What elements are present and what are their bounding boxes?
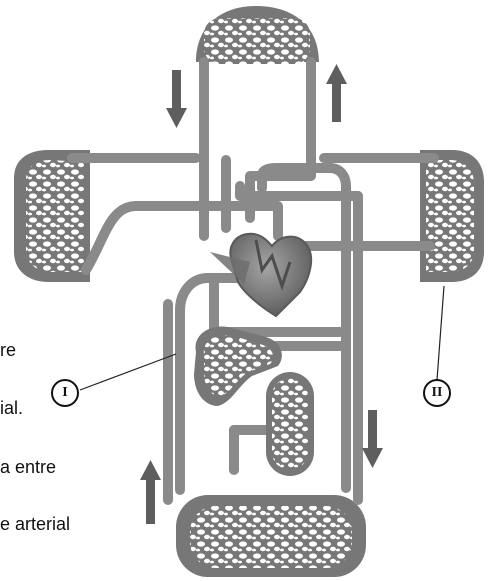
arrow-top-right — [326, 64, 347, 122]
arrow-bottom-left — [140, 460, 161, 524]
right-capillary-bed — [420, 150, 484, 282]
label-i-marker: I — [51, 379, 79, 407]
side-text-line-2: ial. — [0, 398, 23, 419]
label-ii-marker: II — [423, 379, 451, 407]
side-text-line-3: a entre — [0, 457, 56, 478]
side-text-line-1: re — [0, 340, 16, 361]
lower-body-capillary-bed — [176, 495, 366, 577]
arrow-top-left — [166, 70, 187, 128]
intestine — [266, 372, 314, 476]
left-capillary-bed — [14, 150, 90, 282]
arrow-bottom-right — [362, 410, 383, 468]
head-capillary-bed — [196, 6, 319, 64]
side-text-line-4: e arterial — [0, 514, 70, 535]
